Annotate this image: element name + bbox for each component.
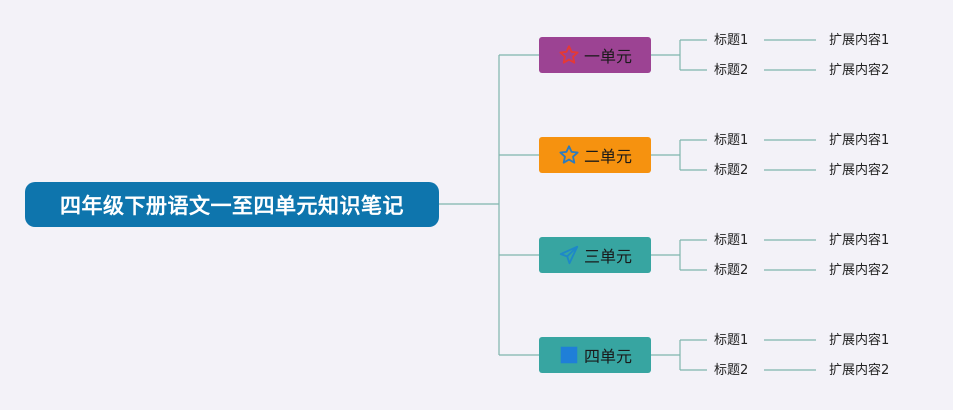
unit-two-detail-2[interactable]: 扩展内容2 [829,163,890,178]
star-outline-red-icon [558,44,580,66]
unit-four-detail-2[interactable]: 扩展内容2 [829,363,890,378]
unit-four-label: 四单元 [583,347,632,366]
unit-two-detail-1[interactable]: 扩展内容1 [829,133,890,148]
unit-four-detail-1[interactable]: 扩展内容1 [829,333,890,348]
unit-four-title-1[interactable]: 标题1 [714,333,749,348]
unit-three-detail-2[interactable]: 扩展内容2 [829,263,890,278]
unit-one-title-1[interactable]: 标题1 [714,33,749,48]
paper-plane-icon [558,244,580,266]
unit-two-title-1[interactable]: 标题1 [714,133,749,148]
unit-three-node[interactable]: 三单元 [539,237,651,273]
unit-one-detail-2[interactable]: 扩展内容2 [829,63,890,78]
unit-three-title-2[interactable]: 标题2 [714,263,749,278]
unit-four-node[interactable]: 四单元 [539,337,651,373]
root-topic[interactable]: 四年级下册语文一至四单元知识笔记 [25,182,439,227]
unit-two-label: 二单元 [583,147,632,166]
unit-three-label: 三单元 [583,247,632,266]
unit-four-title-2[interactable]: 标题2 [714,363,749,378]
unit-two-title-2[interactable]: 标题2 [714,163,749,178]
star-outline-blue-icon [558,144,580,166]
unit-one-detail-1[interactable]: 扩展内容1 [829,33,890,48]
unit-one-node[interactable]: 一单元 [539,37,651,73]
unit-two-node[interactable]: 二单元 [539,137,651,173]
unit-three-detail-1[interactable]: 扩展内容1 [829,233,890,248]
unit-one-label: 一单元 [583,47,632,66]
unit-three-title-1[interactable]: 标题1 [714,233,749,248]
unit-one-title-2[interactable]: 标题2 [714,63,749,78]
blue-square-icon [558,344,580,366]
root-topic-label: 四年级下册语文一至四单元知识笔记 [60,193,404,218]
